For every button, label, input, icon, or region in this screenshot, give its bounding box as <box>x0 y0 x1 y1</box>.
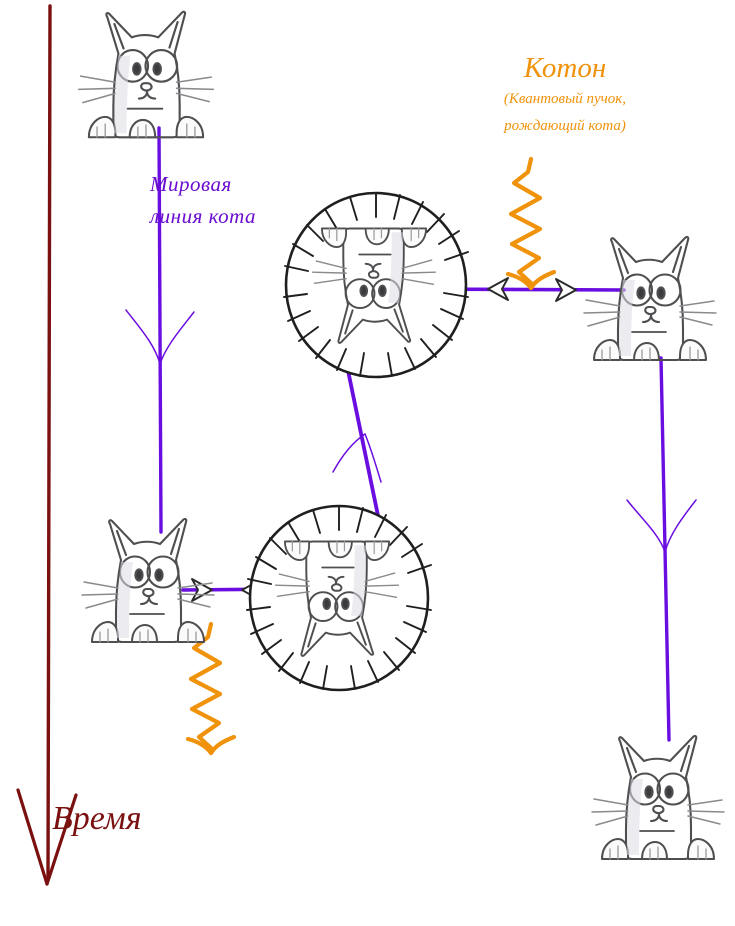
world-lines <box>125 126 697 742</box>
world-line-left-upper <box>157 126 163 534</box>
world-line-diagonal <box>343 354 384 537</box>
world-line-label-line1: Мировая <box>150 172 232 196</box>
annihilation-burst-upper <box>283 191 469 379</box>
koton-subtitle-line2: рождающий кота) <box>504 118 626 134</box>
cat-bottom-right <box>590 734 726 861</box>
zigzag-wave-icon <box>185 734 237 756</box>
cat-sketch-icon <box>77 10 215 139</box>
time-axis <box>16 4 78 886</box>
cat-sketch-icon <box>590 734 726 861</box>
cat-mid-right <box>582 235 718 362</box>
koton-label: Котон (Квантовый пучок, рождающий кота) <box>470 52 660 138</box>
down-arrow-icon <box>16 788 78 886</box>
photon-upper-right <box>505 156 557 291</box>
koton-title: Котон <box>523 52 607 84</box>
world-line-right-upper <box>659 356 671 742</box>
photon-lower-left <box>185 621 237 756</box>
cat-top-left <box>77 10 215 139</box>
time-axis-label: Время <box>52 800 142 837</box>
feather-arrow-icon <box>626 499 697 553</box>
annihilation-burst-lower <box>246 504 432 692</box>
world-line-label: Мировая линия кота <box>150 168 256 232</box>
cat-sketch-icon <box>582 235 718 362</box>
zigzag-wave-icon <box>505 269 557 291</box>
feather-arrow-icon <box>332 433 382 483</box>
world-line-label-line2: линия кота <box>150 204 257 228</box>
koton-subtitle-line1: (Квантовый пучок, <box>503 91 627 107</box>
feather-arrow-icon <box>125 309 195 365</box>
